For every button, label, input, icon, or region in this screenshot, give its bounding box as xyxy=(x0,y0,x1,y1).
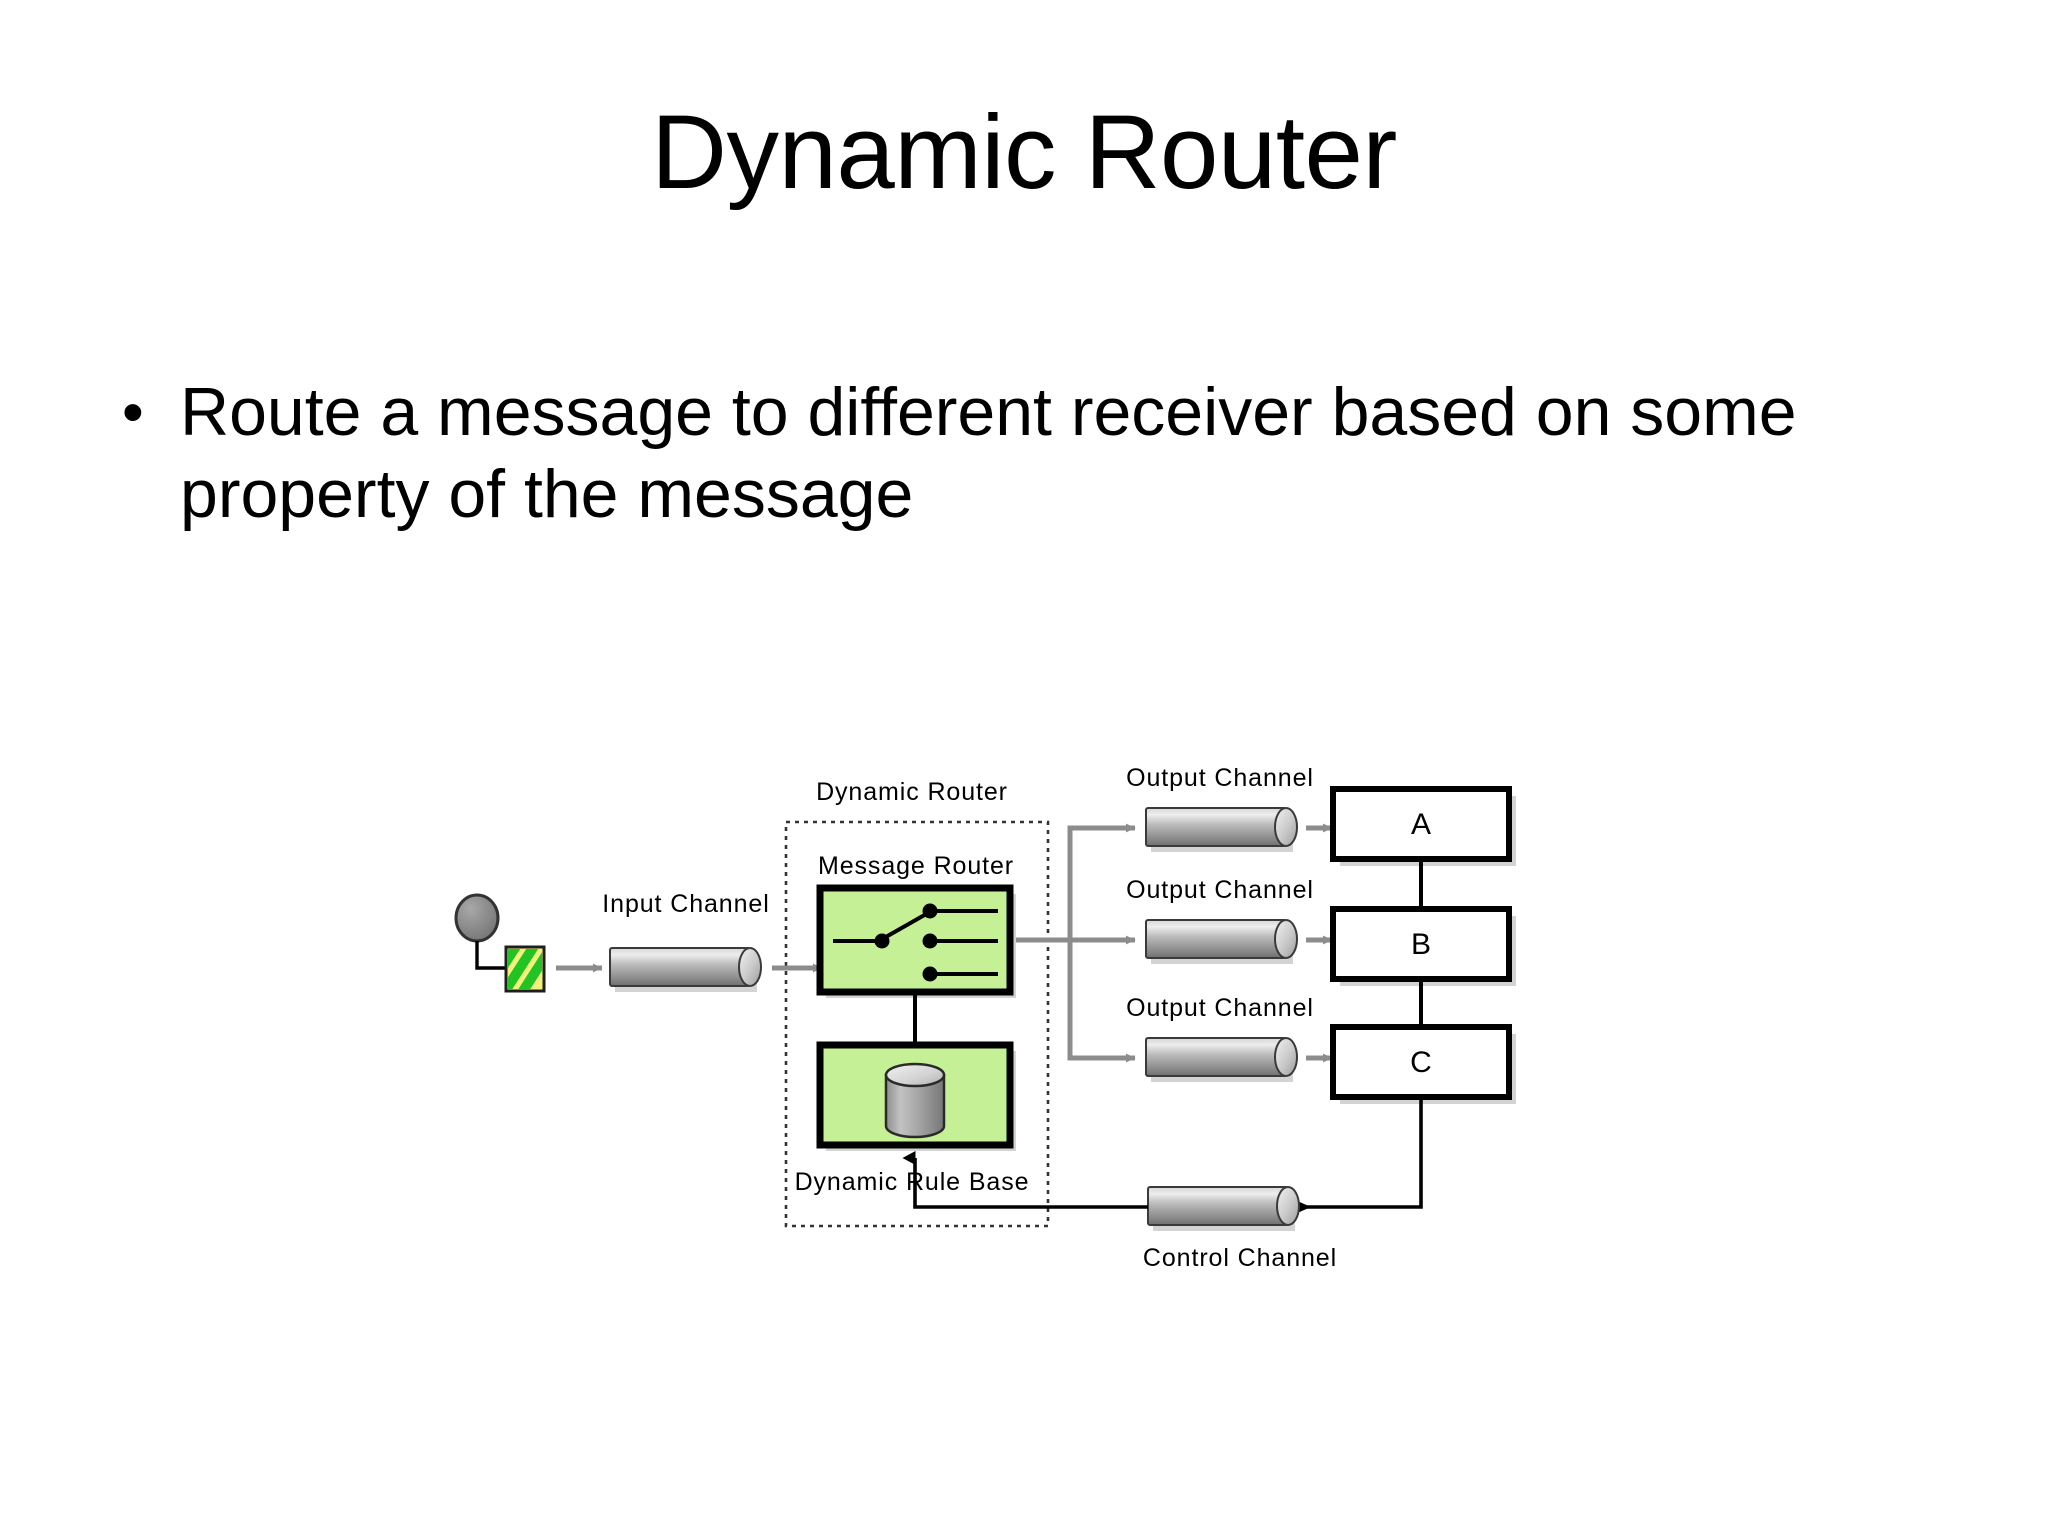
output-channel-1-label: Output Channel xyxy=(1126,764,1314,792)
sender-node-icon xyxy=(454,893,500,943)
sender-connector-line xyxy=(475,941,508,970)
bullet-marker-icon: • xyxy=(122,378,144,447)
output-channel-3-label: Output Channel xyxy=(1126,994,1314,1022)
receiver-a-label: A xyxy=(1411,808,1431,841)
sender-flag-icon xyxy=(504,945,546,993)
dynamic-router-group-label: Dynamic Router xyxy=(816,778,1008,806)
receiver-c-box xyxy=(1330,1024,1512,1100)
receiver-b-label: B xyxy=(1411,928,1431,961)
dynamic-rule-base-label: Dynamic Rule Base xyxy=(795,1168,1030,1196)
output-channel-1-pipe xyxy=(1145,807,1298,852)
bullet-text: Route a message to different receiver ba… xyxy=(180,374,1797,532)
list-item: • Route a message to different receiver … xyxy=(118,372,1908,535)
database-cylinder-icon xyxy=(884,1062,946,1139)
input-channel-label: Input Channel xyxy=(602,890,769,918)
arrow-router-to-output-3 xyxy=(1067,940,1136,1063)
router-switch-icon xyxy=(833,903,998,982)
control-channel-label: Control Channel xyxy=(1143,1244,1337,1272)
output-channel-2-label: Output Channel xyxy=(1126,876,1314,904)
arrow-router-to-output-1 xyxy=(1067,823,1136,940)
output-channel-2-pipe xyxy=(1145,919,1298,964)
input-channel-pipe xyxy=(609,947,762,992)
control-channel-pipe xyxy=(1147,1186,1300,1231)
slide-body: • Route a message to different receiver … xyxy=(118,372,1908,535)
message-router-label: Message Router xyxy=(818,852,1014,880)
control-feedback-from-c xyxy=(1295,1097,1423,1214)
receiver-c-label: C xyxy=(1410,1046,1432,1079)
output-channel-3-pipe xyxy=(1145,1037,1298,1082)
control-channel-to-rule-base xyxy=(902,1151,1148,1209)
page-title: Dynamic Router xyxy=(651,94,1397,211)
